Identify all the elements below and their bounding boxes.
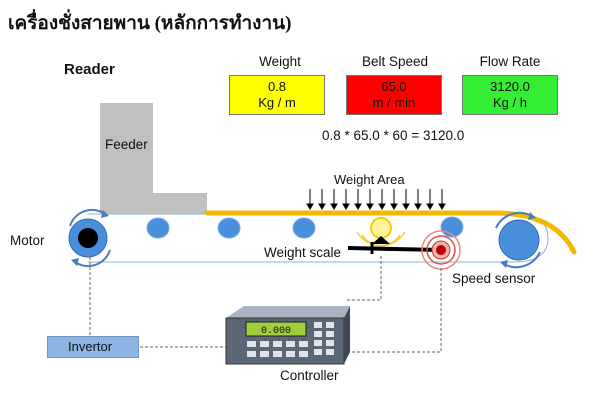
flow-rate-metric-box: 3120.0 Kg / h (462, 75, 558, 115)
weight-area-arrows (306, 189, 446, 210)
flow-rate-metric-value: 3120.0 (490, 79, 530, 94)
flow-rate-metric-label: Flow Rate (479, 54, 541, 69)
idler-roller-3 (292, 217, 316, 239)
feeder-hopper (100, 103, 207, 214)
flow-formula: 0.8 * 65.0 * 60 = 3120.0 (322, 128, 465, 143)
belt-speed-metric-box: 65.0 m / min (346, 75, 442, 115)
speed-sensor-label: Speed sensor (452, 271, 536, 286)
weight-scale-label: Weight scale (264, 245, 342, 260)
weight-metric-value: 0.8 (267, 79, 287, 94)
flow-rate-metric-unit: Kg / h (493, 95, 527, 110)
belt-speed-metric-unit: m / min (372, 95, 416, 110)
invertor-box: Invertor (47, 336, 139, 358)
weight-area-label: Weight Area (334, 172, 405, 187)
idler-roller-1 (146, 217, 170, 239)
motor-label: Motor (10, 233, 45, 248)
weigh-idler (356, 217, 406, 247)
signal-wires (89, 256, 442, 353)
page-title: เครื่องชั่งสายพาน (หลักการทำงาน) (8, 13, 292, 34)
belt-speed-metric-value: 65.0 (381, 79, 407, 94)
reader-label: Reader (64, 61, 115, 78)
tail-drum (495, 211, 541, 269)
weight-metric-unit: Kg / m (258, 95, 296, 110)
idler-roller-2 (217, 217, 241, 239)
controller-display-value: 0.000 (261, 326, 291, 337)
feeder-label: Feeder (105, 137, 148, 152)
conveyor-belt (204, 210, 577, 255)
controller-label: Controller (280, 368, 339, 383)
speed-sensor (421, 230, 461, 270)
weight-scale-beam (347, 246, 443, 252)
motor-drum (68, 208, 111, 268)
weight-metric-label: Weight (259, 54, 301, 69)
controller-device: 0.000 (225, 306, 350, 365)
weight-metric-box: 0.8 Kg / m (229, 75, 325, 115)
belt-speed-metric-label: Belt Speed (361, 54, 429, 69)
